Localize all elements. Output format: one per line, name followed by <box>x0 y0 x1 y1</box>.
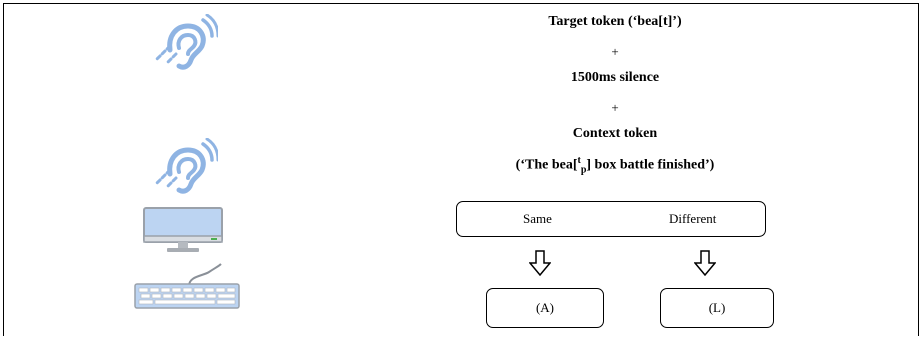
monitor-icon <box>143 207 223 252</box>
down-arrow-icon <box>694 250 716 276</box>
diagram-frame <box>3 3 919 336</box>
hearing-icon <box>154 138 218 194</box>
context-sentence: (‘The bea[tp] box battle finished’) <box>360 155 870 175</box>
keyboard-icon <box>134 263 240 309</box>
response-options-box: Same Different <box>456 201 766 237</box>
context-subscript: p <box>580 164 587 176</box>
target-token-label: Target token (‘bea[t]’) <box>548 14 682 29</box>
key-l-box: (L) <box>660 288 774 328</box>
plus-sign: + <box>611 44 619 59</box>
plus-sign: + <box>611 100 619 115</box>
hearing-icon <box>154 14 218 70</box>
silence-label: 1500ms silence <box>570 70 660 85</box>
context-prefix: (‘The bea[ <box>515 157 578 173</box>
context-superscript: t <box>577 155 581 166</box>
key-a-label: (A) <box>535 300 555 315</box>
context-token-label: Context token <box>572 126 658 141</box>
context-suffix: ] box battle finished’) <box>586 157 715 173</box>
option-same-label: Same <box>523 211 552 226</box>
key-l-label: (L) <box>708 300 726 315</box>
down-arrow-icon <box>529 250 551 276</box>
key-a-box: (A) <box>486 288 604 328</box>
option-different-label: Different <box>669 211 717 226</box>
